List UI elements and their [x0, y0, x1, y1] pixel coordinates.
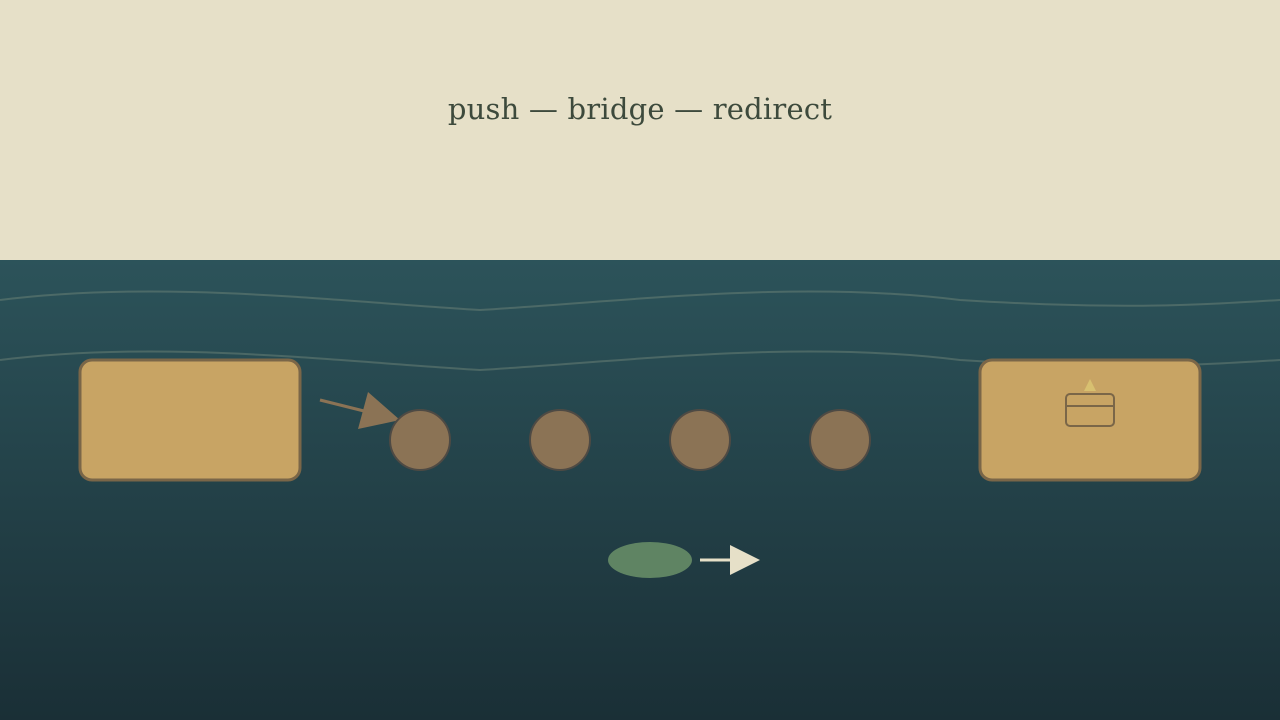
stepping-stone-1[interactable] [389, 409, 451, 471]
level-title: push — bridge — redirect [447, 92, 833, 126]
sky-area [0, 0, 1280, 260]
arrow-right-icon [319, 392, 400, 429]
player-icon[interactable] [608, 542, 692, 578]
stepping-stone-3[interactable] [669, 409, 731, 471]
goal-dock[interactable] [978, 358, 1202, 482]
direction-arrow-icon [700, 545, 760, 575]
chest-icon [1065, 379, 1115, 427]
stepping-stone-2[interactable] [529, 409, 591, 471]
start-dock[interactable] [78, 358, 302, 482]
water-area [0, 260, 1280, 720]
wave-line-1 [0, 290, 1280, 312]
stepping-stone-4[interactable] [809, 409, 871, 471]
